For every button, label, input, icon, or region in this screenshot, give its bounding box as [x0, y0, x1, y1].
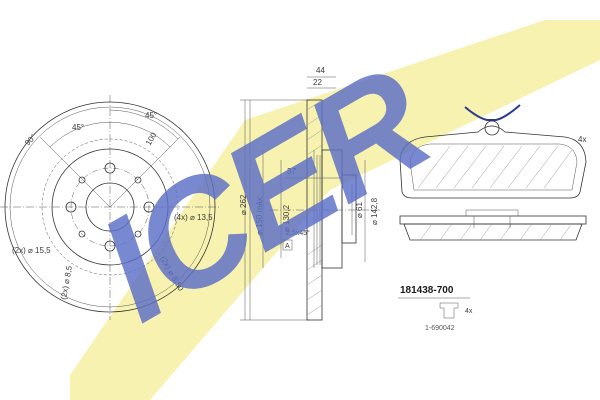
- pad-side-friction: [403, 223, 583, 241]
- disc-section-view: 44 22: [239, 66, 380, 321]
- anti-squeal-clip: [439, 302, 459, 319]
- pcd-label: 100: [144, 130, 159, 147]
- dim-22: 22: [313, 78, 322, 87]
- small-hole: [134, 230, 142, 238]
- small-hole: [78, 230, 86, 238]
- small-hole: [134, 176, 142, 184]
- brake-pad-side: [399, 209, 587, 241]
- angle-label-45b: 45°: [145, 111, 157, 120]
- datum-label: A: [285, 243, 290, 250]
- clip-qty: 4x: [465, 308, 473, 315]
- angle-arc-90: [49, 121, 171, 148]
- brand-yellow-band: [70, 20, 600, 400]
- dim-130: ⌀ 130,2: [282, 204, 291, 232]
- brake-pad-front: 4x: [399, 104, 587, 199]
- pad-qty: 4x: [578, 135, 586, 144]
- angle-line: [39, 136, 111, 208]
- angle-arc-45: [109, 109, 179, 140]
- pad-hatch: [417, 145, 573, 189]
- part-number: 181438-700: [400, 285, 454, 296]
- clip-ring: [484, 120, 500, 136]
- dim-262: ⌀ 262: [239, 194, 248, 215]
- hub-section: [341, 174, 357, 244]
- dim-37: 37: [287, 167, 296, 176]
- dim-142: ⌀ 142,8: [370, 197, 379, 225]
- dim-61: ⌀ 61: [355, 202, 364, 218]
- angle-label-45a: 45°: [72, 123, 84, 132]
- wear-clip: [464, 104, 521, 121]
- pad-backing-plate: [399, 125, 587, 199]
- rotor-hatch: [306, 99, 323, 316]
- chamfer-label: 2,5x45°: [286, 229, 310, 237]
- clip-reference: 1-690042: [425, 325, 455, 332]
- holes-label-a: (4x) ⌀ 13,5: [174, 213, 213, 222]
- datum-box: [282, 239, 293, 251]
- dim-44: 44: [316, 66, 325, 75]
- pad-friction-face: [409, 143, 578, 191]
- holes-label-c: (2x) ⌀ 8,5: [59, 265, 74, 301]
- angle-line: [109, 136, 181, 208]
- pad-side-backing: [399, 215, 587, 225]
- dim-150: ⌀ 150 máx.: [255, 195, 264, 235]
- part-info: 181438-700 4x 1-690042: [398, 285, 473, 332]
- holes-label-b: (2x) ⌀ 15,5: [12, 246, 51, 255]
- pad-side-hatch: [419, 223, 571, 241]
- small-hole: [78, 176, 86, 184]
- pad-side-clip: [465, 209, 519, 228]
